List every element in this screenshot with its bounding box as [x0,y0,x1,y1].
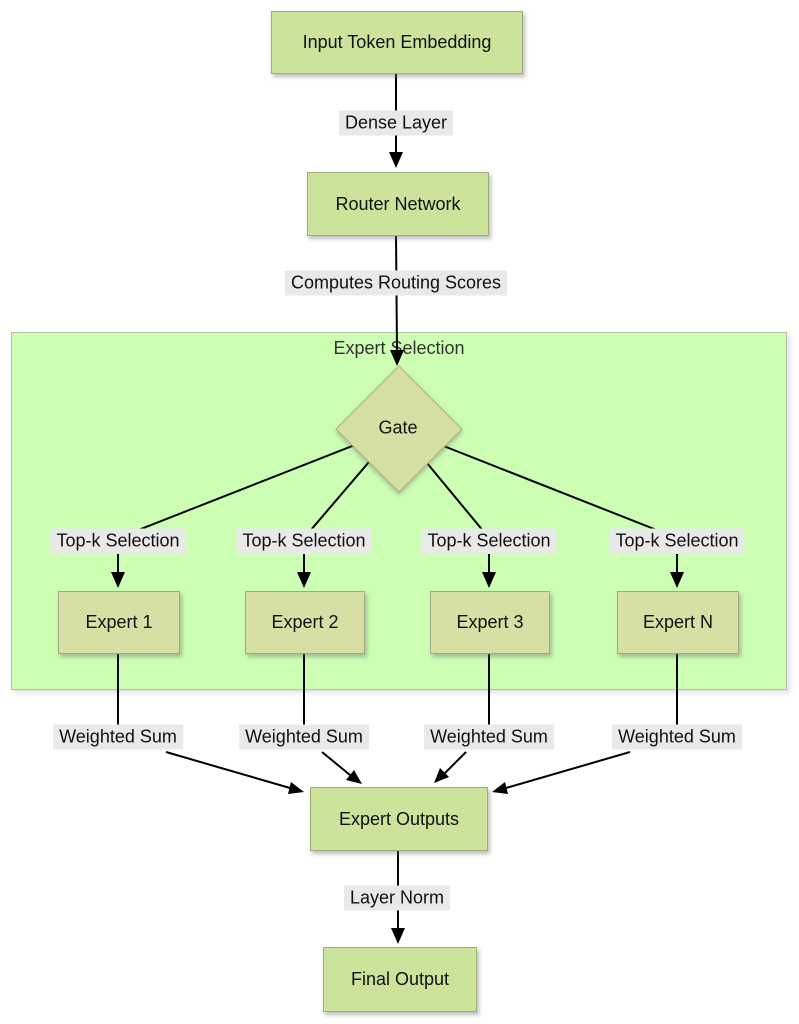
weighted-sum-edge-label-2: Weighted Sum [239,724,369,750]
dense-layer-edge-label: Dense Layer [338,110,454,136]
expert-2-node: Expert 2 [245,591,365,654]
final-output-node: Final Output [323,947,477,1012]
expert-1-node: Expert 1 [58,591,180,654]
topk-selection-edge-label-4: Top-k Selection [609,528,745,554]
input-token-embedding-node: Input Token Embedding [271,11,523,74]
expert-outputs-label: Expert Outputs [338,808,460,829]
expert-selection-title: Expert Selection [333,338,465,358]
topk-selection-edge-label-3: Top-k Selection [421,528,557,554]
topk-selection-edge-label-1: Top-k Selection [50,528,186,554]
expert-outputs-node: Expert Outputs [310,787,488,851]
expert-1-label: Expert 1 [85,612,153,632]
weighted-sum-edge-label-3: Weighted Sum [424,724,554,750]
weighted-sum-edge-label-4: Weighted Sum [612,724,742,750]
topk-selection-edge-label-2: Top-k Selection [236,528,372,554]
router-network-label: Router Network [335,193,461,214]
weighted-sum-edge-label-1: Weighted Sum [53,724,183,750]
expert-2-label: Expert 2 [271,612,339,632]
expert-n-label: Expert N [642,612,714,632]
expert-3-node: Expert 3 [430,591,550,654]
expert-n-node: Expert N [617,591,739,654]
gate-label: Gate [378,417,418,438]
layer-norm-edge-label: Layer Norm [343,885,451,911]
computes-routing-scores-edge-label: Computes Routing Scores [284,270,508,296]
final-output-label: Final Output [350,969,450,989]
input-token-embedding-label: Input Token Embedding [302,32,492,52]
expert-3-label: Expert 3 [456,612,524,632]
router-network-node: Router Network [307,172,489,236]
